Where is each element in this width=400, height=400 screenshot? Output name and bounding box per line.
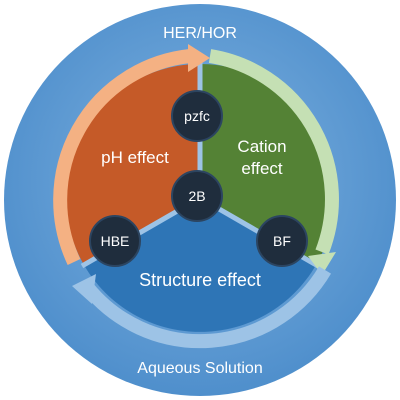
node-2b-label: 2B [188,188,205,204]
ph-arrow-head [188,44,210,72]
cation-effect-label-line2: effect [241,159,283,178]
structure-arrow-head [72,274,96,304]
node-pzfc [171,90,223,142]
cation-arrow-head [308,252,336,275]
node-hbe [89,215,141,267]
ph-effect-label: pH effect [101,148,169,167]
node-2b [171,170,223,222]
cation-cycle-arrow [208,49,339,255]
node-pzfc-label: pzfc [184,108,210,124]
node-hbe-label: HBE [101,233,130,249]
node-bf [256,215,308,267]
outer-top-label: HER/HOR [163,25,237,42]
outer-bottom-label: Aqueous Solution [137,360,262,377]
ph-cycle-arrow [53,49,191,265]
structure-cycle-arrow [82,266,332,349]
cation-effect-label-line1: Cation [237,137,286,156]
structure-effect-sector [84,198,316,332]
structure-effect-label: Structure effect [139,270,261,290]
node-bf-label: BF [273,233,291,249]
